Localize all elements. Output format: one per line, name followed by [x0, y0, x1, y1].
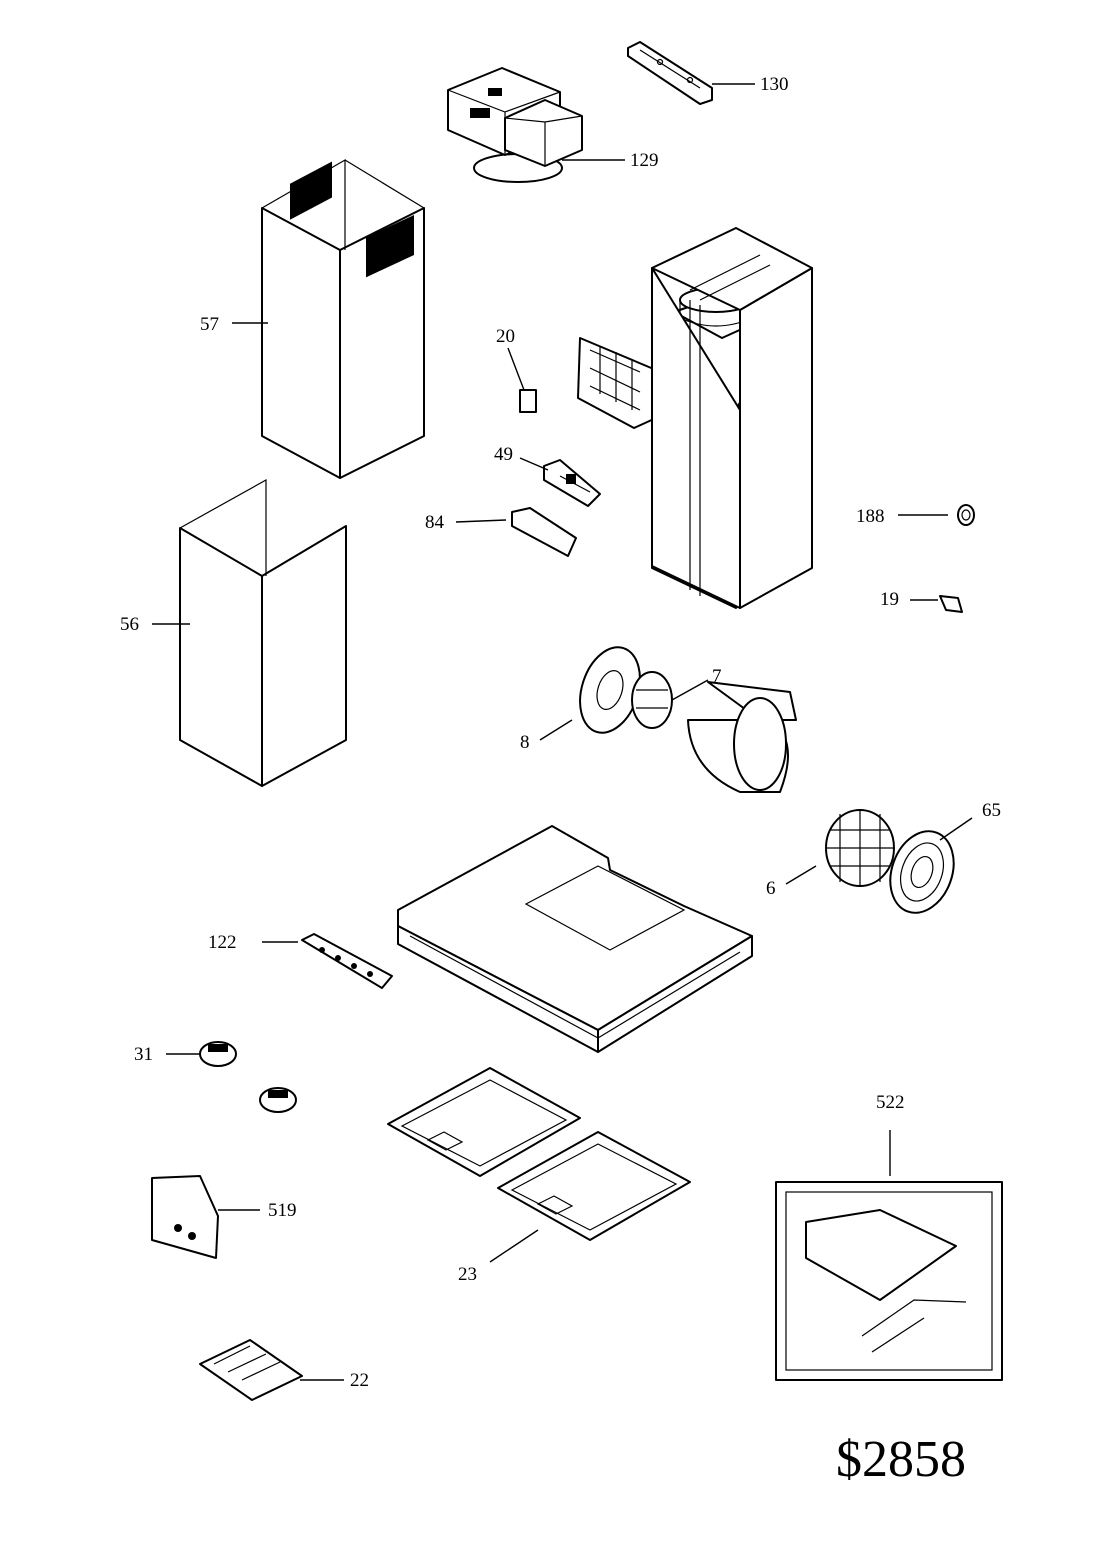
label-6: 6 — [766, 878, 776, 899]
part-20-switch — [519, 389, 537, 413]
part-84-board-cover — [511, 507, 577, 557]
label-7: 7 — [712, 666, 722, 687]
part-hood-canopy — [397, 825, 753, 1053]
part-7-motor — [631, 671, 673, 729]
label-519: 519 — [268, 1200, 297, 1221]
part-motor-housing-box — [651, 227, 813, 609]
part-23-grease-filters — [387, 1067, 691, 1241]
label-31: 31 — [134, 1044, 153, 1065]
part-blower-housing — [687, 681, 797, 793]
part-65-inlet-ring — [889, 830, 955, 914]
part-19-lamp — [939, 595, 963, 613]
label-19: 19 — [880, 589, 899, 610]
label-129: 129 — [630, 150, 659, 171]
part-122-control-bar — [301, 933, 393, 989]
label-122: 122 — [208, 932, 237, 953]
part-522-kit — [775, 1181, 1003, 1381]
label-188: 188 — [856, 506, 885, 527]
label-56: 56 — [120, 614, 139, 635]
part-129-duct-adapter — [447, 67, 583, 183]
part-56-lower-chimney — [179, 478, 347, 787]
label-49: 49 — [494, 444, 513, 465]
label-84: 84 — [425, 512, 445, 533]
diagram-code: $2858 — [836, 1431, 966, 1488]
part-519-hardware-bag — [151, 1175, 219, 1259]
label-522: 522 — [876, 1092, 905, 1113]
label-65: 65 — [982, 800, 1001, 821]
label-23: 23 — [458, 1264, 477, 1285]
part-6-impeller — [825, 809, 895, 887]
part-57-upper-chimney — [261, 158, 425, 479]
label-22: 22 — [350, 1370, 369, 1391]
label-57: 57 — [200, 314, 219, 335]
part-22-charcoal-filter — [199, 1339, 303, 1401]
label-20: 20 — [496, 326, 515, 347]
part-31-knob — [199, 1041, 297, 1113]
part-filter-grid — [577, 337, 657, 429]
label-8: 8 — [520, 732, 530, 753]
label-130: 130 — [760, 74, 789, 95]
part-188-grommet — [957, 504, 975, 526]
part-49-control-board — [543, 459, 601, 507]
part-130-bracket — [627, 41, 713, 105]
